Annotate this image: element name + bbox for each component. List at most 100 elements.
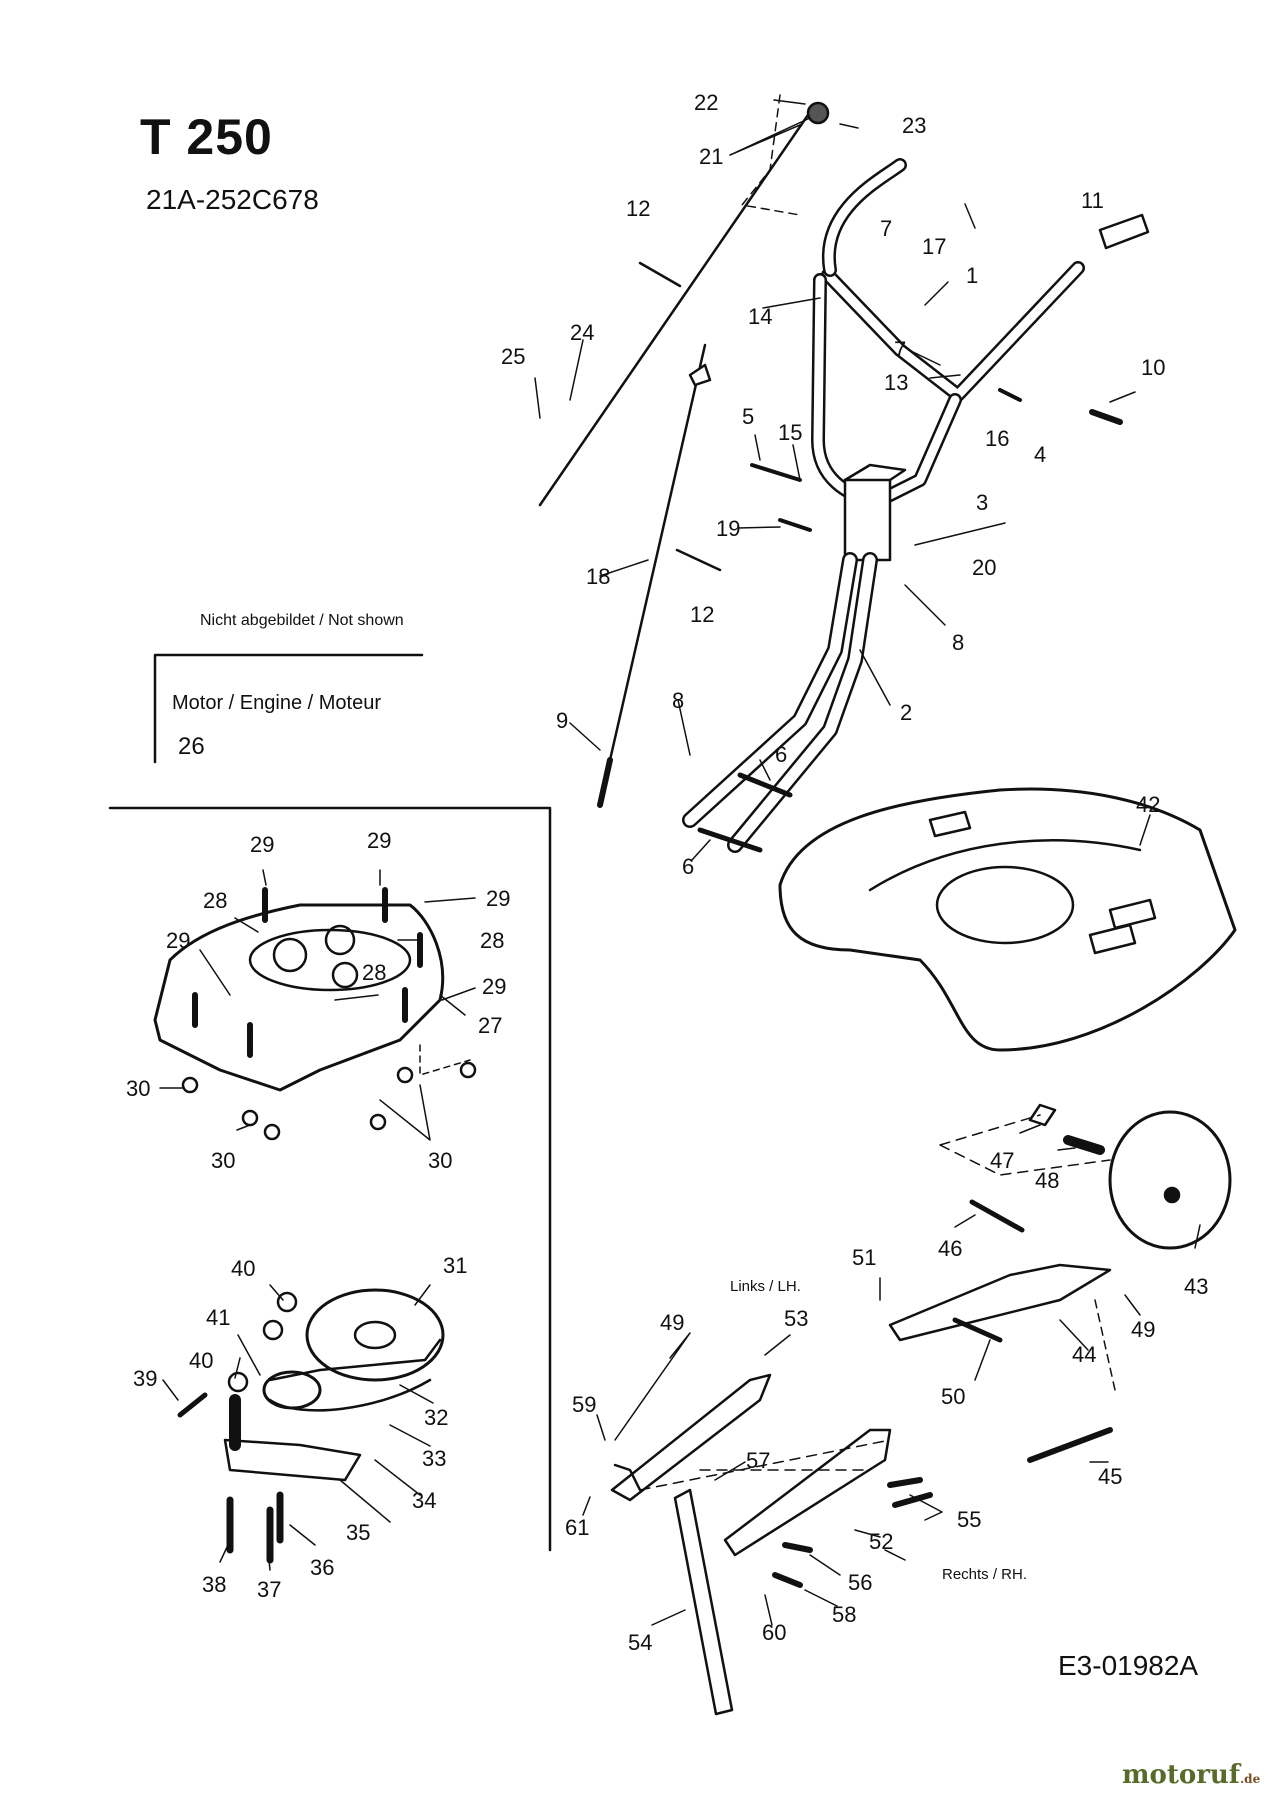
- callout-7-mid: 7: [894, 337, 906, 362]
- nut-41: [262, 1319, 284, 1341]
- callout-49-right: 49: [1131, 1317, 1155, 1342]
- lever-19: [778, 518, 812, 532]
- callout-19: 19: [716, 516, 740, 541]
- callout-28-b: 28: [480, 928, 504, 953]
- right-side-label: Rechts / RH.: [942, 1566, 1028, 1583]
- callout-29-d: 29: [166, 928, 190, 953]
- callout-25: 25: [501, 344, 525, 369]
- callout-27: 27: [478, 1013, 502, 1038]
- callout-59: 59: [572, 1392, 596, 1417]
- callout-41: 41: [206, 1305, 230, 1330]
- callout-leaders-wheel: [879, 1124, 1201, 1463]
- pins-56-58: [772, 1542, 813, 1588]
- legend-box: [153, 653, 424, 764]
- callout-4: 4: [1034, 442, 1046, 467]
- callout-43: 43: [1184, 1274, 1208, 1299]
- not-shown-note: Nicht abgebildet / Not shown: [200, 612, 404, 629]
- spring-dashed-leader: [1094, 1299, 1116, 1391]
- callout-45: 45: [1098, 1464, 1122, 1489]
- plate-hole-3: [331, 961, 359, 989]
- nut-30-a: [181, 1076, 199, 1094]
- engine-base-plate: [153, 903, 445, 1092]
- callout-32: 32: [424, 1405, 448, 1430]
- lower-handle-left-outline: [682, 552, 858, 828]
- callout-49-left: 49: [660, 1310, 684, 1335]
- callout-6-top: 6: [775, 742, 787, 767]
- callout-28-a: 28: [203, 888, 227, 913]
- callout-47: 47: [990, 1148, 1014, 1173]
- tine-shield: [778, 787, 1237, 1052]
- callout-57: 57: [746, 1448, 770, 1473]
- handlebar-fill: [823, 263, 1083, 400]
- bushing-47: [1028, 1103, 1057, 1127]
- cable-route-dashed: [741, 94, 801, 216]
- callout-51: 51: [852, 1245, 876, 1270]
- callout-9: 9: [556, 708, 568, 733]
- callout-20: 20: [972, 555, 996, 580]
- shield-vents: [928, 810, 1157, 955]
- callout-leaders-pulley: [162, 1284, 434, 1571]
- callout-6-bottom: 6: [682, 854, 694, 879]
- bracket-53: [610, 1373, 772, 1502]
- callout-29-c: 29: [486, 886, 510, 911]
- callout-numbers: 22 23 21 12 7 17 11 1 14 24 25 7 13 10 5…: [126, 90, 1208, 1655]
- spring-39: [177, 1392, 208, 1418]
- bolts-6: [697, 772, 793, 853]
- depth-bar-54: [673, 1488, 734, 1716]
- nut-leader-dashed: [419, 1044, 471, 1076]
- callout-46: 46: [938, 1236, 962, 1261]
- pin-12-top: [638, 261, 682, 288]
- inset-box: [108, 806, 552, 1552]
- callout-12-top: 12: [626, 196, 650, 221]
- left-side-label: Links / LH.: [730, 1278, 801, 1295]
- bolt-50: [952, 1317, 1003, 1343]
- depth-dashed-leaders: [639, 1439, 891, 1491]
- wheel-bracket-44: [888, 1263, 1112, 1342]
- plate-studs: [192, 887, 423, 1058]
- handle-3-right-fill: [875, 395, 960, 505]
- bolt-16: [998, 388, 1022, 402]
- callout-16: 16: [985, 426, 1009, 451]
- nut-30-b: [241, 1109, 259, 1127]
- clip-59: [613, 1463, 642, 1492]
- callout-40-left: 40: [189, 1348, 213, 1373]
- callout-44: 44: [1072, 1342, 1096, 1367]
- callout-14: 14: [748, 304, 772, 329]
- callout-58: 58: [832, 1602, 856, 1627]
- callout-36: 36: [310, 1555, 334, 1580]
- pulley-hub: [353, 1320, 397, 1350]
- belt-32: [268, 1338, 442, 1412]
- cable-clip: [688, 363, 712, 387]
- wheel-43: [1108, 1110, 1232, 1250]
- axle-48: [1063, 1135, 1105, 1155]
- callout-39: 39: [133, 1366, 157, 1391]
- pulley-31: [305, 1288, 445, 1382]
- callout-34: 34: [412, 1488, 436, 1513]
- drawing-code: E3-01982A: [1058, 1650, 1199, 1681]
- callout-48: 48: [1035, 1168, 1059, 1193]
- callout-35: 35: [346, 1520, 370, 1545]
- callout-33: 33: [422, 1446, 446, 1471]
- callout-60: 60: [762, 1620, 786, 1645]
- callout-40-top: 40: [231, 1256, 255, 1281]
- nut-40: [227, 1371, 249, 1393]
- center-bracket: [843, 478, 892, 562]
- cable-knob: [806, 101, 830, 125]
- bolt-46: [969, 1199, 1025, 1233]
- callout-61: 61: [565, 1515, 589, 1540]
- callout-8-right: 8: [952, 630, 964, 655]
- callout-24: 24: [570, 320, 594, 345]
- bolts-36-38: [226, 1491, 284, 1564]
- motor-part-number: 26: [178, 733, 205, 760]
- callout-3: 3: [976, 490, 988, 515]
- callout-18: 18: [586, 564, 610, 589]
- callout-23: 23: [902, 113, 926, 138]
- diagram-title: T 250: [140, 109, 273, 165]
- watermark-logo: motoruf.de: [1122, 1760, 1261, 1790]
- upper-handle-fill: [824, 160, 905, 275]
- model-number: 21A-252C678: [146, 184, 319, 215]
- bracket-top: [843, 463, 907, 482]
- callout-leaders-inset-top: [159, 869, 476, 1141]
- callout-leaders-depth: [582, 1332, 943, 1626]
